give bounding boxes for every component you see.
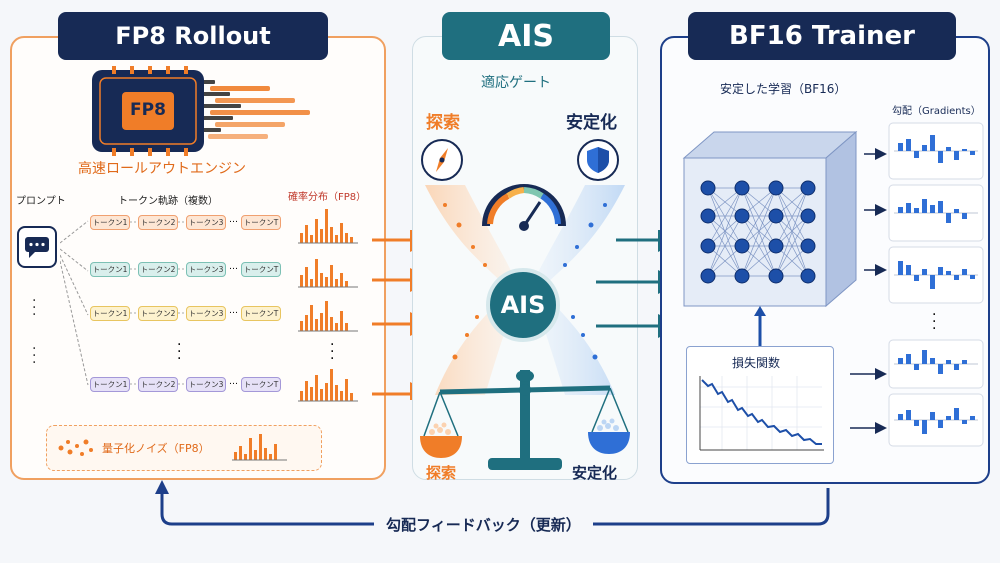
explore-label: 探索: [426, 113, 460, 133]
rows-dots-2: ···: [330, 337, 335, 367]
shield-icon: [577, 139, 619, 181]
chat-icon: [17, 226, 57, 268]
stable-label: 安定化: [566, 113, 617, 133]
token-chip: トークン2: [138, 377, 178, 392]
prompt-connectors: [60, 220, 89, 386]
neural-network-cube: [682, 130, 858, 308]
compass-icon: [421, 139, 463, 181]
trajectory-label: トークン軌跡（複数）: [118, 196, 218, 207]
token-connectors: [130, 221, 186, 385]
gradients-label: 勾配（Gradients）: [892, 106, 981, 117]
prob-histograms: [298, 209, 358, 402]
ais-flow-streams: [425, 185, 625, 395]
token-chip: トークン2: [138, 306, 178, 321]
token-chip: トークンT: [241, 377, 281, 392]
token-chip: トークン3: [186, 262, 226, 277]
prob-label: 確率分布（FP8）: [288, 192, 367, 203]
token-chip: トークン2: [138, 215, 178, 230]
noise-dots-icon: [58, 439, 93, 456]
stable-learning-label: 安定した学習（BF16）: [720, 82, 847, 96]
fp8-chip-label: FP8: [130, 100, 166, 120]
engine-label: 高速ロールアウトエンジン: [78, 161, 246, 177]
token-ellipsis: …: [229, 306, 238, 316]
prompt-dots-2: ···: [32, 341, 37, 371]
token-chip: トークン2: [138, 262, 178, 277]
balance-scale: [420, 370, 630, 470]
prompt-label: プロンプト: [16, 196, 66, 207]
ais-title: AIS: [442, 12, 610, 60]
bf16-trainer-title: BF16 Trainer: [688, 12, 956, 60]
token-chip: トークン3: [186, 215, 226, 230]
token-chip: トークンT: [241, 215, 281, 230]
token-chip: トークンT: [241, 306, 281, 321]
fp8-rollout-title: FP8 Rollout: [58, 12, 328, 60]
prompt-dots: ···: [32, 293, 37, 323]
noise-label: 量子化ノイズ（FP8）: [102, 442, 210, 455]
token-chip: トークン3: [186, 377, 226, 392]
bottom-stable-label: 安定化: [572, 464, 618, 482]
token-chip: トークン1: [90, 377, 130, 392]
token-chip: トークン1: [90, 262, 130, 277]
token-ellipsis: …: [229, 215, 238, 225]
token-ellipsis: …: [229, 377, 238, 387]
network-to-gradient-arrows: [864, 148, 887, 276]
noise-histogram: [232, 434, 287, 461]
fp8-chip-graphic: [92, 66, 310, 156]
token-chip: トークン1: [90, 215, 130, 230]
loss-function-box: [686, 346, 834, 464]
feedback-label: 勾配フィードバック（更新）: [374, 512, 593, 537]
loss-to-network-arrow: [754, 306, 766, 348]
loss-label: 損失関数: [732, 356, 781, 370]
rows-dots: ···: [177, 337, 182, 367]
token-chip: トークン1: [90, 306, 130, 321]
gradient-dots: ···: [932, 307, 937, 337]
loss-to-gradient-arrows: [850, 368, 887, 434]
ais-center-node: AIS: [486, 268, 560, 342]
token-ellipsis: …: [229, 262, 238, 272]
gauge-icon: [482, 184, 566, 231]
ais-center-label: AIS: [500, 291, 546, 319]
token-chip: トークンT: [241, 262, 281, 277]
loss-curve-chart: [699, 376, 824, 451]
gradient-cards: [888, 122, 984, 447]
bottom-explore-label: 探索: [426, 464, 457, 482]
ais-subtitle: 適応ゲート: [481, 75, 551, 91]
token-chip: トークン3: [186, 306, 226, 321]
